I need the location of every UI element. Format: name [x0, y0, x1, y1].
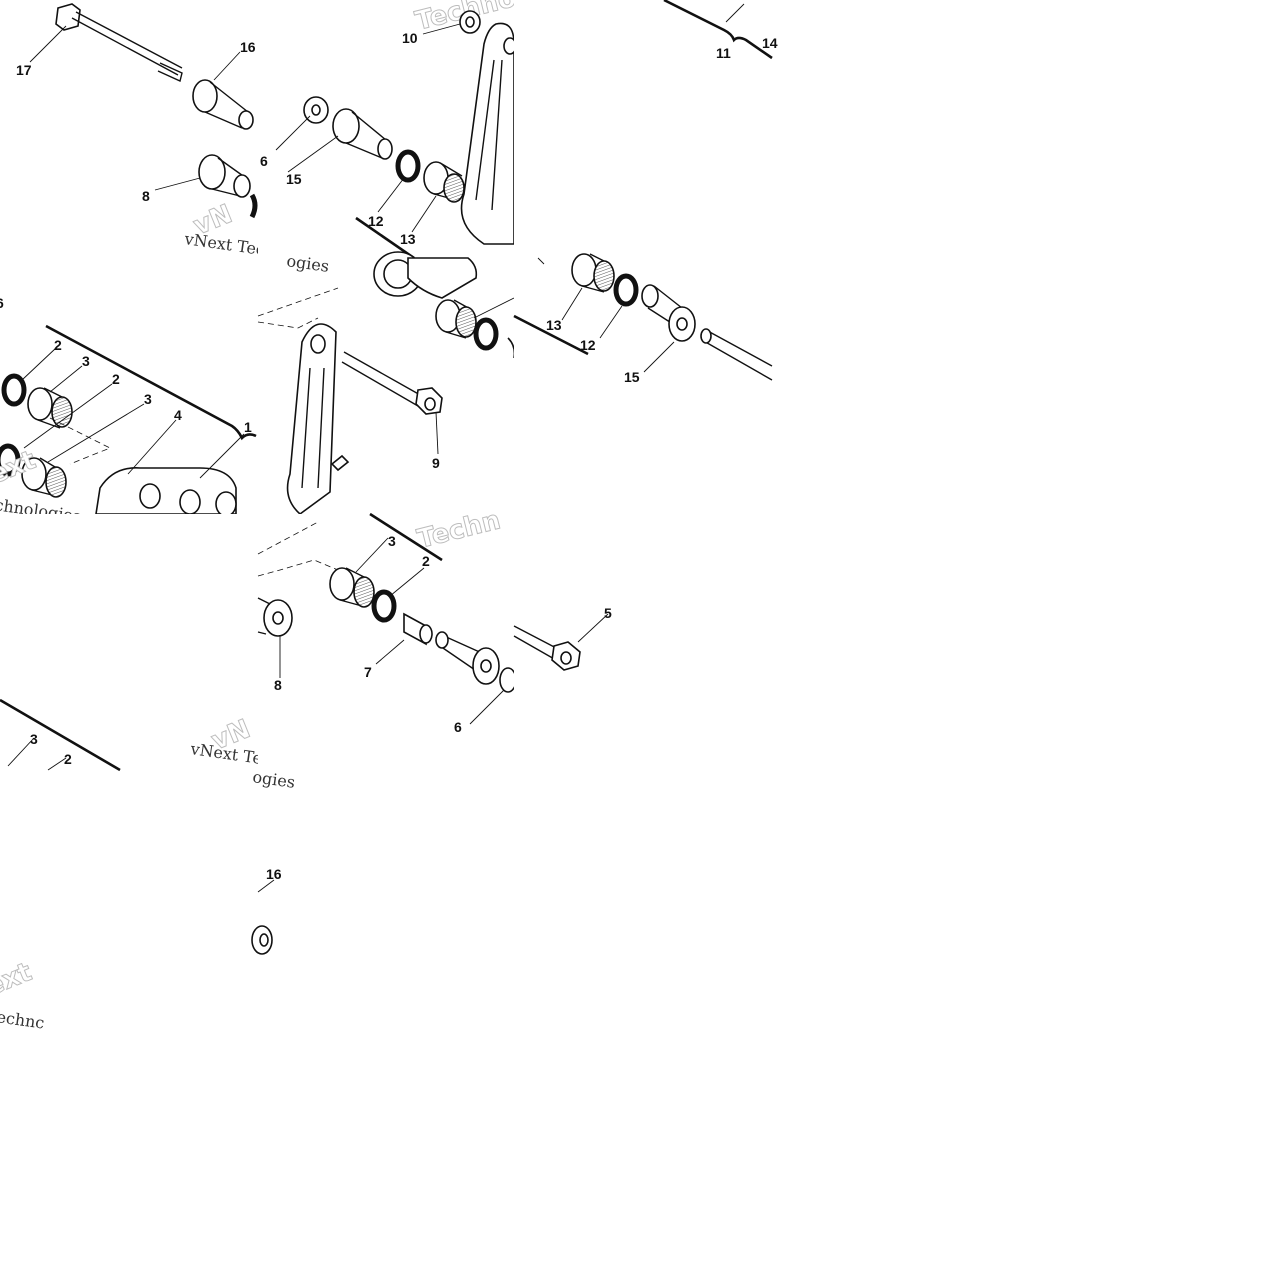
callout-4: 4 — [174, 407, 182, 423]
callout-14: 14 — [762, 35, 778, 51]
callout-16: 16 — [266, 866, 282, 882]
bolt-17 — [55, 3, 183, 82]
flanged-sleeve-16 — [192, 79, 254, 130]
bushing-3b — [21, 457, 67, 498]
washer-6 — [303, 96, 329, 124]
flanged-sleeve-16b — [435, 631, 500, 685]
callout-3: 3 — [82, 353, 90, 369]
callout-13: 13 — [400, 231, 416, 247]
callout-3: 3 — [144, 391, 152, 407]
bolt-5 — [513, 625, 581, 671]
diagram-tile-r0c2: 11 14 — [514, 0, 778, 258]
watermark-text: echnc — [0, 1007, 46, 1033]
callout-12: 12 — [580, 337, 596, 353]
watermark-text: vNext Tec — [182, 229, 266, 259]
diagram-tile-r0c0: 17 16 8 vN vNext Tec — [0, 0, 266, 259]
watermark-text: ogies — [251, 767, 296, 792]
diagram-tile-r0c1: Techno — [258, 0, 519, 260]
diagram-tile-r1c2: 13 12 15 — [513, 253, 773, 514]
callout-12: 12 — [368, 213, 384, 229]
diagram-tile-r3c0: ext echnc — [0, 957, 46, 1033]
callout-1: 1 — [244, 419, 252, 435]
watermark-fragment: ext — [0, 957, 36, 1002]
flanged-sleeve-15b — [641, 284, 696, 342]
callout-15: 15 — [286, 171, 302, 187]
callout-6: 6 — [454, 719, 462, 735]
o-ring-12 — [395, 149, 421, 183]
callout-2: 2 — [64, 751, 72, 767]
callout-17: 17 — [16, 62, 32, 78]
callout-10: 10 — [402, 30, 418, 46]
diagram-tile-r3c1: 16 — [251, 860, 298, 958]
link-arm-upper — [373, 251, 478, 299]
bushing-3 — [27, 387, 73, 429]
callout-9: 9 — [432, 455, 440, 471]
grease-fitting — [330, 454, 350, 472]
callout-8: 8 — [274, 677, 282, 693]
bolt-9 — [341, 351, 443, 415]
diagram-tile-r1c0: 6 — [0, 258, 258, 526]
bushing-3c — [329, 567, 375, 608]
spacer-7 — [403, 612, 433, 646]
bushing-13b — [435, 299, 477, 339]
sleeve-8 — [198, 154, 251, 198]
callout-2: 2 — [112, 371, 120, 387]
diagram-tile-r2c0: 3 2 vN vNext Te — [0, 514, 263, 772]
callout-2: 2 — [422, 553, 430, 569]
callout-6: 6 — [260, 153, 268, 169]
swing-arm-4 — [95, 467, 237, 517]
diagram-tile-r1c1: 4 9 ogies — [257, 251, 522, 516]
callout-16: 16 — [240, 39, 256, 55]
o-ring-2c — [371, 589, 397, 623]
flanged-sleeve-15 — [332, 108, 393, 160]
callout-8: 8 — [142, 188, 150, 204]
nut-10 — [459, 10, 481, 34]
o-ring-12c — [613, 273, 639, 307]
link-arm-lower — [286, 323, 337, 516]
washer-8 — [257, 597, 293, 637]
bushing-13 — [423, 161, 465, 203]
link-arm — [460, 22, 517, 245]
callout-3: 3 — [30, 731, 38, 747]
callout-5: 5 — [604, 605, 612, 621]
sleeve-16-bore — [259, 933, 269, 947]
callout-15: 15 — [624, 369, 640, 385]
callout-3: 3 — [388, 533, 396, 549]
threaded-rod — [700, 328, 773, 381]
diagram-tile-r2c2: 5 — [513, 514, 772, 770]
o-ring-2b — [0, 443, 21, 477]
o-ring-2 — [1, 373, 27, 407]
watermark-text: vNext Te — [188, 739, 263, 768]
o-ring-12b — [473, 317, 499, 351]
callout-2: 2 — [54, 337, 62, 353]
callout-11: 11 — [716, 45, 731, 61]
callout-13: 13 — [546, 317, 562, 333]
bushing-13c — [571, 253, 615, 293]
callout-7: 7 — [364, 664, 372, 680]
callout-6: 6 — [0, 295, 4, 311]
diagram-tile-r2c1: Techn — [251, 505, 517, 792]
